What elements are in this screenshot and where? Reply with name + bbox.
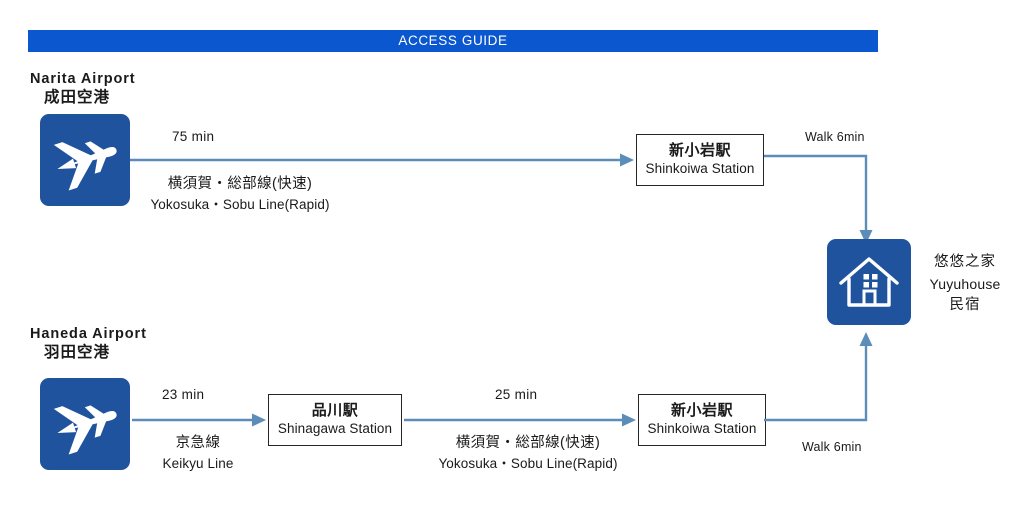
haneda-segment1-time: 23 min xyxy=(162,387,205,402)
destination-label: 悠悠之家 Yuyuhouse 民宿 xyxy=(912,252,1018,317)
destination-house-icon-tile xyxy=(827,239,911,325)
haneda-airport-label-en: Haneda Airport xyxy=(30,326,147,342)
airplane-icon xyxy=(53,405,117,455)
haneda-segment2-line-jp: 横須賀・総部線(快速) xyxy=(455,435,601,451)
station-box-shinkoiwa-top: 新小岩駅 Shinkoiwa Station xyxy=(636,134,764,186)
narita-segment-line-jp: 横須賀・総部線(快速) xyxy=(167,176,313,192)
haneda-segment1-line-en: Keikyu Line xyxy=(162,456,234,472)
shinkoiwa-top-to-house-arrow xyxy=(764,154,873,244)
house-icon xyxy=(839,257,899,307)
station-box-shinagawa-jp: 品川駅 xyxy=(311,402,359,420)
haneda-segment2-line: 横須賀・総部線(快速) Yokosuka・Sobu Line(Rapid) xyxy=(428,433,628,474)
narita-segment-time: 75 min xyxy=(172,129,215,144)
narita-airport-label-en: Narita Airport xyxy=(30,71,136,87)
shinkoiwa-bottom-to-house-arrow xyxy=(764,332,873,422)
haneda-airport-label: Haneda Airport 羽田空港 xyxy=(30,325,147,363)
haneda-to-shinagawa-arrow xyxy=(132,413,266,427)
narita-airport-label-jp: 成田空港 xyxy=(44,89,111,107)
haneda-airport-label-jp: 羽田空港 xyxy=(44,344,111,362)
narita-airplane-icon-tile xyxy=(40,114,130,206)
narita-segment-line-en: Yokosuka・Sobu Line(Rapid) xyxy=(150,197,330,213)
shinagawa-to-shinkoiwa-arrow xyxy=(404,413,636,427)
station-box-shinkoiwa-top-jp: 新小岩駅 xyxy=(668,142,731,160)
narita-to-shinkoiwa-arrow xyxy=(130,153,634,167)
station-box-shinkoiwa-bottom-en: Shinkoiwa Station xyxy=(647,420,757,436)
page-title: ACCESS GUIDE xyxy=(28,30,878,52)
station-box-shinkoiwa-bottom: 新小岩駅 Shinkoiwa Station xyxy=(638,394,766,446)
narita-segment-line: 横須賀・総部線(快速) Yokosuka・Sobu Line(Rapid) xyxy=(140,174,340,215)
walk-label-top: Walk 6min xyxy=(805,130,865,144)
station-box-shinkoiwa-top-en: Shinkoiwa Station xyxy=(645,160,755,176)
haneda-segment1-line: 京急線 Keikyu Line xyxy=(128,433,268,474)
station-box-shinkoiwa-bottom-jp: 新小岩駅 xyxy=(670,402,733,420)
destination-type-jp: 民宿 xyxy=(949,296,981,313)
haneda-segment2-line-en: Yokosuka・Sobu Line(Rapid) xyxy=(438,456,618,472)
airplane-icon xyxy=(53,141,117,191)
station-box-shinagawa-en: Shinagawa Station xyxy=(277,420,393,436)
destination-name-jp: 悠悠之家 xyxy=(934,254,996,270)
haneda-airplane-icon-tile xyxy=(40,378,130,470)
station-box-shinagawa: 品川駅 Shinagawa Station xyxy=(268,394,402,446)
haneda-segment1-line-jp: 京急線 xyxy=(175,435,221,451)
narita-airport-label: Narita Airport 成田空港 xyxy=(30,70,136,108)
walk-label-bottom: Walk 6min xyxy=(802,440,862,454)
haneda-segment2-time: 25 min xyxy=(495,387,538,402)
destination-name-en: Yuyuhouse xyxy=(929,275,1001,292)
